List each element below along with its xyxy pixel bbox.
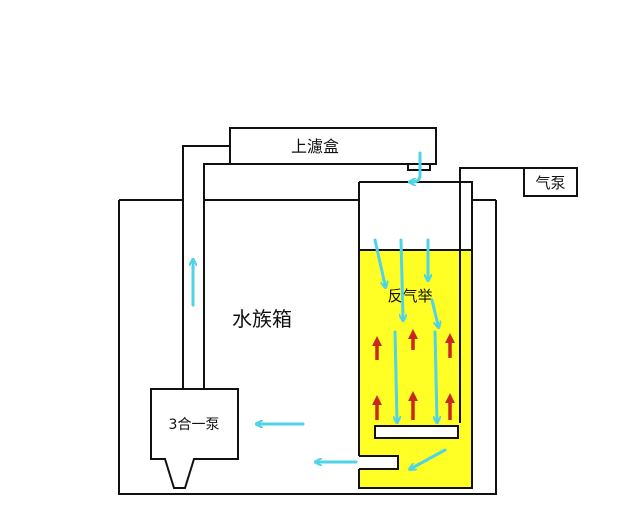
flow-arrow-down-6 bbox=[435, 330, 437, 420]
air-line bbox=[459, 167, 524, 423]
flow-arrow-down-5 bbox=[395, 330, 397, 420]
aquarium-label: 水族箱 bbox=[232, 307, 292, 331]
air-pump-box bbox=[523, 167, 578, 197]
three-in-one-pump bbox=[150, 388, 239, 489]
reverse-airlift-water bbox=[359, 250, 472, 488]
flow-arrow-down-1 bbox=[373, 238, 385, 285]
pump-label: 3合一泵 bbox=[169, 417, 220, 433]
chamber-outlet-spout bbox=[359, 455, 399, 470]
top-filter-box bbox=[229, 127, 437, 165]
top-filter-label: 上濾盒 bbox=[291, 137, 339, 156]
flow-arrow-outlet bbox=[412, 448, 447, 468]
flow-arrow-down-4 bbox=[430, 298, 438, 325]
air-diffuser-plate bbox=[374, 425, 459, 439]
return-pipe bbox=[182, 145, 230, 388]
air-pump-label: 气泵 bbox=[535, 174, 565, 192]
air-lift-arrows bbox=[372, 329, 455, 420]
flow-arrow-drain bbox=[412, 151, 422, 182]
reverse-airlift-label: 反气举 bbox=[387, 287, 432, 305]
aquarium-tank bbox=[118, 200, 497, 495]
reverse-airlift-chamber bbox=[358, 181, 473, 489]
water-flow-arrows bbox=[193, 151, 447, 468]
flow-arrow-down-2 bbox=[401, 238, 403, 318]
